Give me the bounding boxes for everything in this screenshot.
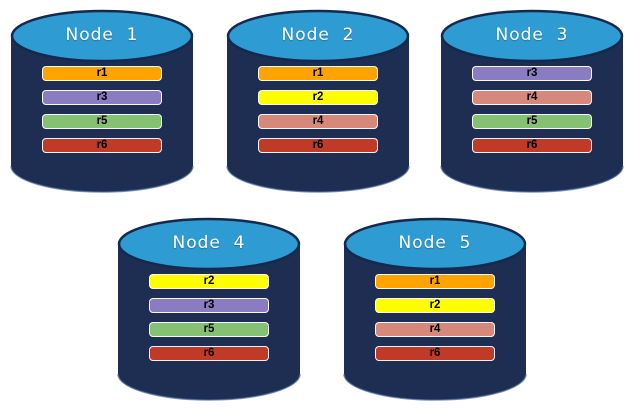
replica-bar-r4: r4 [375, 322, 495, 337]
replica-bar-r4: r4 [472, 90, 592, 105]
cylinder-top-ellipse [440, 9, 624, 63]
replica-bar-r6: r6 [472, 138, 592, 153]
node-title: Node 2 [281, 25, 355, 45]
replica-bar-r2: r2 [375, 298, 495, 313]
replica-bar-r5: r5 [472, 114, 592, 129]
node-title: Node 1 [65, 25, 139, 45]
cylinder-bottom-edge [343, 373, 527, 401]
replica-bar-r1: r1 [375, 274, 495, 289]
replica-bar-r3: r3 [42, 90, 162, 105]
node-cylinder-3: Node 3 r3 r4 r5 r6 [440, 9, 624, 195]
cylinder-bottom-edge [440, 165, 624, 193]
node-cylinder-2: Node 2 r1 r2 r4 r6 [226, 9, 410, 195]
node-title: Node 5 [398, 233, 472, 253]
cylinder-top-ellipse [343, 217, 527, 271]
node-cylinder-4: Node 4 r2 r3 r5 r6 [117, 217, 301, 403]
cylinder-top-ellipse [10, 9, 194, 63]
replica-bar-r5: r5 [149, 322, 269, 337]
replica-bar-r2: r2 [258, 90, 378, 105]
replica-bar-r2: r2 [149, 274, 269, 289]
replica-bar-r3: r3 [149, 298, 269, 313]
cylinder-top-ellipse [117, 217, 301, 271]
node-cylinder-5: Node 5 r1 r2 r4 r6 [343, 217, 527, 403]
cylinder-bottom-edge [10, 165, 194, 193]
replica-bar-r6: r6 [42, 138, 162, 153]
cylinder-top-ellipse [226, 9, 410, 63]
replica-bar-r6: r6 [258, 138, 378, 153]
replica-bar-r1: r1 [258, 66, 378, 81]
node-title: Node 4 [172, 233, 246, 253]
replica-bar-r6: r6 [375, 346, 495, 361]
node-title: Node 3 [495, 25, 569, 45]
replica-bar-r4: r4 [258, 114, 378, 129]
replica-bar-list: r1 r2 r4 r6 [258, 66, 378, 153]
replica-bar-list: r1 r3 r5 r6 [42, 66, 162, 153]
replica-bar-r3: r3 [472, 66, 592, 81]
replica-bar-list: r3 r4 r5 r6 [472, 66, 592, 153]
cylinder-bottom-edge [226, 165, 410, 193]
replica-bar-r1: r1 [42, 66, 162, 81]
replica-bar-r5: r5 [42, 114, 162, 129]
replica-bar-list: r1 r2 r4 r6 [375, 274, 495, 361]
replica-bar-list: r2 r3 r5 r6 [149, 274, 269, 361]
cylinder-bottom-edge [117, 373, 301, 401]
node-cylinder-1: Node 1 r1 r3 r5 r6 [10, 9, 194, 195]
replica-bar-r6: r6 [149, 346, 269, 361]
